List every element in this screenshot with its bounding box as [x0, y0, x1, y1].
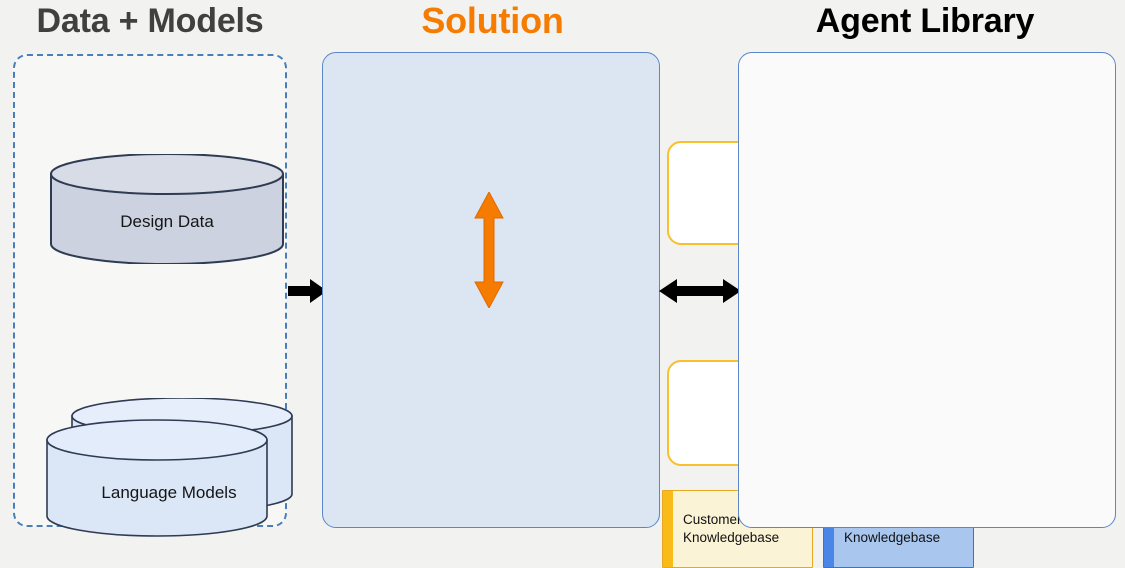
arrow-double-vertical-icon — [474, 190, 504, 310]
diagram-canvas: Data + Models Solution Agent Library Des… — [13, 0, 1116, 568]
accent-bar-customer — [663, 491, 673, 567]
arrow-data-to-solution — [288, 276, 328, 306]
arrow-application-agent-management — [472, 190, 506, 310]
page-title-data-models: Data + Models — [36, 2, 264, 40]
arrow-solution-to-library — [659, 276, 741, 306]
page-title-agent-library: Agent Library — [815, 2, 1035, 40]
panel-agent-library: Agent 1 Agent 2 Agent 3 Agent n — [738, 52, 1116, 528]
customer-kb-line2: Knowledgebase — [683, 530, 780, 545]
cylinder-icon — [50, 154, 284, 264]
data-store-language-models: Language Models — [45, 398, 293, 538]
panel-data-models: Design Data Language Models — [13, 54, 293, 537]
arrow-right-icon — [288, 279, 327, 303]
data-store-label-design-data: Design Data — [120, 212, 214, 231]
ic-bench-kb-line2: Knowledgebase — [844, 530, 941, 545]
customer-kb-line1: Customer — [683, 511, 742, 527]
arrow-double-horizontal-icon — [659, 279, 741, 303]
stacked-cylinder-icon — [46, 398, 293, 537]
data-store-design-data: Design Data — [48, 154, 286, 264]
page-title-solution: Solution — [421, 0, 564, 41]
data-store-label-language-models: Language Models — [101, 483, 237, 502]
accent-bar-ic-bench — [824, 491, 834, 567]
